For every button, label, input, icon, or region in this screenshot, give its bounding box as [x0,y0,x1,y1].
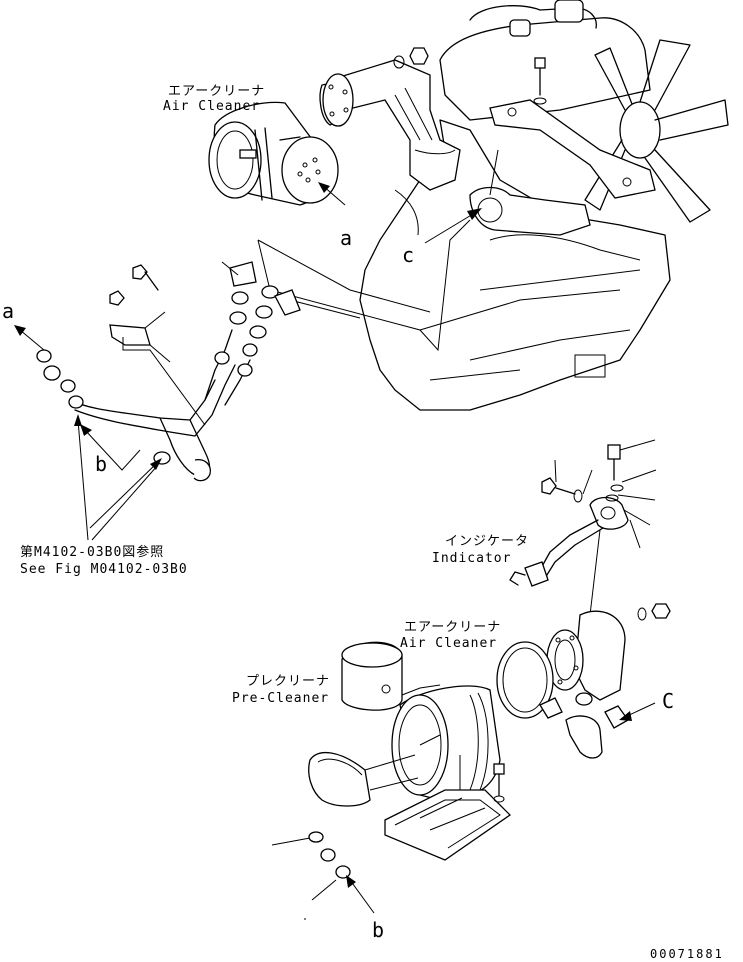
engine-assembly [319,0,729,411]
callout-a-left: a [2,299,14,323]
callout-c-bottom: C [662,689,674,713]
arrow-b-left-lines [84,429,141,471]
label-air-cleaner-top-en: Air Cleaner [163,99,260,114]
label-see-fig-jp: 第M4102-03B0図参照 [20,544,164,560]
cooling-fan [584,39,729,223]
label-air-cleaner-bottom-en: Air Cleaner [400,636,497,651]
label-pre-cleaner-en: Pre-Cleaner [232,691,329,706]
callout-b-bottom: b [372,918,384,942]
air-cleaner-bottom [271,641,563,920]
label-air-cleaner-top-jp: エアークリーナ [168,84,265,99]
arrow-b-bottom [349,879,375,914]
label-see-fig-en: See Fig M04102-03B0 [20,562,188,577]
callout-b-left: b [95,452,107,476]
air-cleaner-top [208,101,339,206]
arrow-c-top [424,210,479,244]
callout-a-center: a [340,226,352,250]
arrow-a-left [19,329,45,351]
callout-c-top: c [402,243,414,267]
label-air-cleaner-bottom-jp: エアークリーナ [404,620,501,635]
label-pre-cleaner-jp: プレクリーナ [246,674,330,689]
label-indicator-jp: インジケータ [445,534,529,549]
indicator-assembly [509,439,671,759]
drawing-number: 00071881 [650,947,724,961]
label-indicator-en: Indicator [432,551,511,566]
